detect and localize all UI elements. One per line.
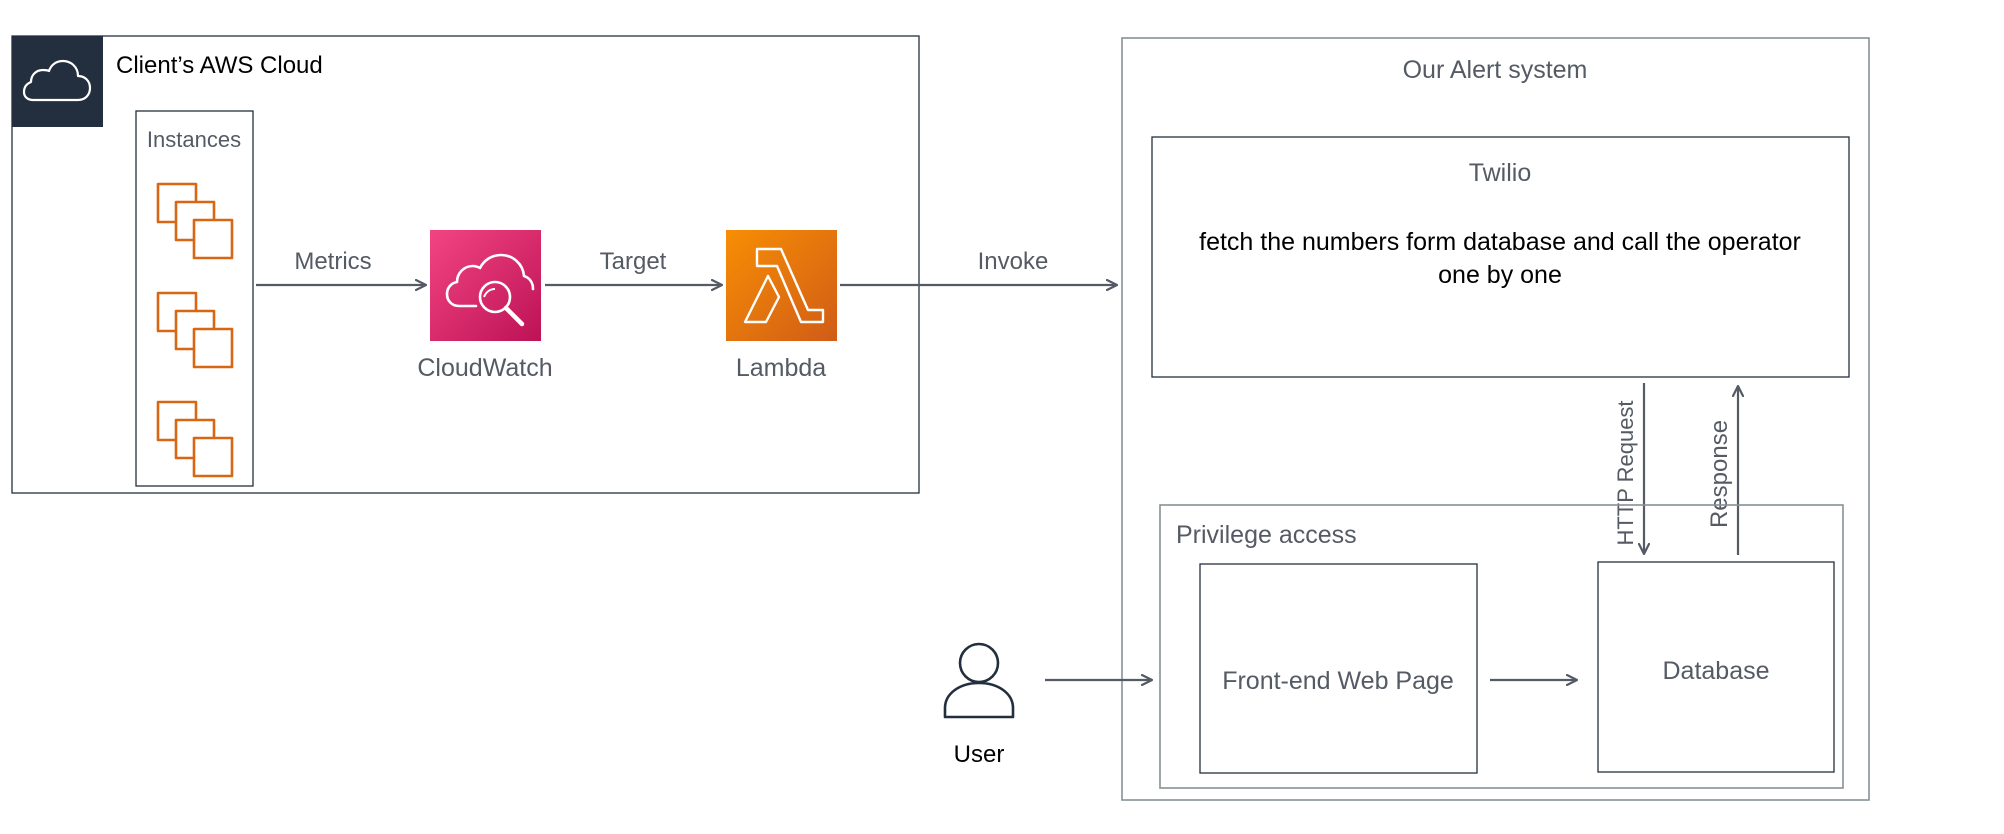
alert-system-group: Our Alert system Twilio fetch the number… <box>1121 37 1870 801</box>
lambda-icon <box>726 230 837 341</box>
instances-group: Instances <box>135 110 254 487</box>
twilio-title: Twilio <box>1469 159 1532 187</box>
http-request-label: HTTP Request <box>1613 400 1638 545</box>
instances-label: Instances <box>147 127 241 152</box>
twilio-description-line-2: one by one <box>1438 261 1562 289</box>
privilege-access-title: Privilege access <box>1176 521 1357 549</box>
frontend-web-page-label: Front-end Web Page <box>1222 667 1454 695</box>
cloudwatch-service: CloudWatch <box>417 230 553 382</box>
ec2-instances-icon <box>156 291 234 369</box>
aws-cloud-icon <box>12 36 103 127</box>
client-cloud-title: Client’s AWS Cloud <box>116 52 323 79</box>
twilio-box: Twilio fetch the numbers form database a… <box>1151 136 1850 378</box>
cloudwatch-label: CloudWatch <box>417 354 552 382</box>
client-aws-cloud-group: Client’s AWS Cloud <box>11 35 920 494</box>
twilio-description-line-1: fetch the numbers form database and call… <box>1199 228 1801 256</box>
alert-system-title: Our Alert system <box>1403 56 1588 84</box>
cloudwatch-icon <box>430 230 541 341</box>
ec2-instances-icon <box>156 182 234 260</box>
database-label: Database <box>1662 657 1769 685</box>
privilege-access-group: Privilege access Front-end Web Page Data… <box>1159 504 1844 789</box>
response-label: Response <box>1706 420 1733 528</box>
user-label: User <box>954 741 1005 768</box>
ec2-instances-icon <box>156 400 234 478</box>
database-box: Database <box>1597 561 1835 773</box>
metrics-label: Metrics <box>294 248 371 275</box>
lambda-service: Lambda <box>726 230 837 382</box>
lambda-label: Lambda <box>736 354 826 382</box>
invoke-label: Invoke <box>978 248 1049 275</box>
target-label: Target <box>600 248 667 275</box>
user-icon <box>943 642 1015 719</box>
frontend-web-page-box: Front-end Web Page <box>1199 563 1478 774</box>
user-actor: User <box>943 642 1015 768</box>
